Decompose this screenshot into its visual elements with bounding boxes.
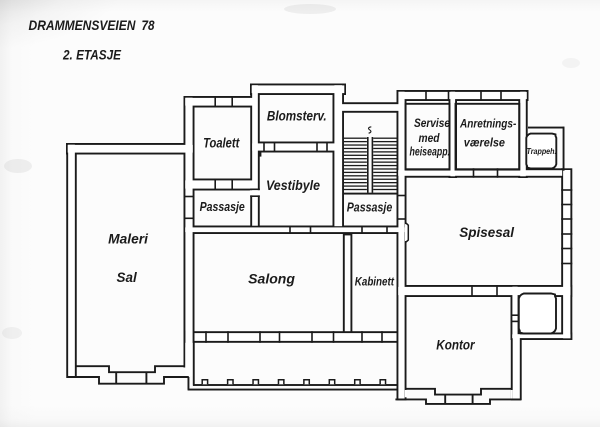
svg-text:Sal: Sal — [117, 270, 137, 285]
svg-text:78: 78 — [142, 17, 155, 33]
svg-text:Passasje: Passasje — [347, 199, 393, 214]
svg-text:2. ETASJE: 2. ETASJE — [62, 47, 121, 63]
svg-text:Anretnings-: Anretnings- — [459, 117, 516, 131]
svg-text:Salong: Salong — [248, 271, 295, 287]
svg-text:Spisesal: Spisesal — [459, 225, 514, 240]
svg-text:Kabinett: Kabinett — [355, 274, 395, 288]
svg-text:Trappeh.: Trappeh. — [527, 146, 557, 156]
svg-text:Passasje: Passasje — [200, 199, 245, 214]
svg-text:Blomsterv.: Blomsterv. — [267, 109, 327, 124]
svg-text:værelse: værelse — [464, 135, 505, 149]
svg-text:med: med — [419, 131, 441, 145]
svg-text:Toalett: Toalett — [203, 136, 240, 151]
svg-text:Kontor: Kontor — [436, 337, 476, 353]
svg-text:heiseapp.: heiseapp. — [410, 145, 451, 159]
svg-text:DRAMMENSVEIEN: DRAMMENSVEIEN — [29, 17, 137, 33]
svg-text:Maleri: Maleri — [108, 232, 148, 247]
svg-text:Vestibyle: Vestibyle — [266, 178, 320, 193]
svg-text:Servise: Servise — [414, 116, 450, 130]
